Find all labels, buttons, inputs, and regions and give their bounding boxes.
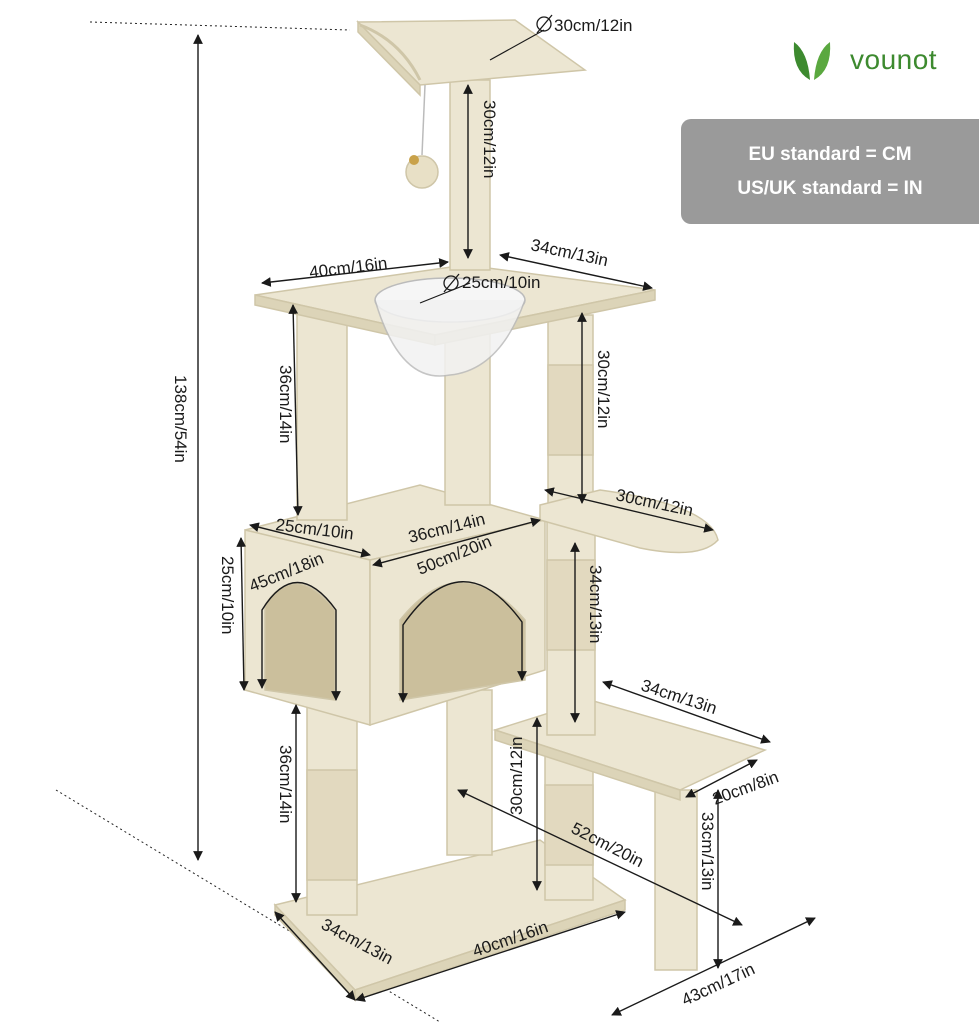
dimension-arrows <box>193 34 816 1016</box>
label-step-depth: 20cm/8in <box>710 767 781 808</box>
label-right-mid-post-height: 34cm/13in <box>586 565 605 643</box>
arch-curves <box>257 581 527 703</box>
label-step-post-height: 33cm/13in <box>698 812 717 890</box>
standards-box: EU standard = CM US/UK standard = IN <box>681 119 979 224</box>
center-lower-post <box>446 689 493 856</box>
label-left-lower-post-height: 36cm/14in <box>276 745 295 823</box>
guide-lines <box>55 21 441 1023</box>
diameter-icons <box>443 14 553 293</box>
label-right-upper-post-height: 30cm/12in <box>594 350 613 428</box>
label-bowl-diameter: 25cm/10in <box>462 273 540 292</box>
eu-standard-text: EU standard = CM <box>748 143 912 165</box>
leaf-logo-icon <box>793 42 831 81</box>
large-arch-opening <box>399 581 526 701</box>
label-top-post-height: 30cm/12in <box>480 100 499 178</box>
brand-name: vounot <box>850 44 938 75</box>
label-total-height: 138cm/54in <box>171 375 190 463</box>
label-top-perch-diameter: 30cm/12in <box>554 16 632 35</box>
label-step-width: 34cm/13in <box>639 676 719 718</box>
small-arch-opening <box>264 582 336 701</box>
left-upper-post <box>296 304 348 521</box>
brand-logo: vounot <box>788 36 937 84</box>
label-platform-depth: 34cm/13in <box>529 235 610 270</box>
us-standard-text: US/UK standard = IN <box>737 177 923 199</box>
label-condo-height: 25cm/10in <box>218 556 237 634</box>
label-left-upper-post-height: 36cm/14in <box>276 365 295 443</box>
label-center-lower-post-height: 30cm/12in <box>507 737 526 815</box>
step-post <box>654 789 698 971</box>
top-perch <box>356 19 588 86</box>
